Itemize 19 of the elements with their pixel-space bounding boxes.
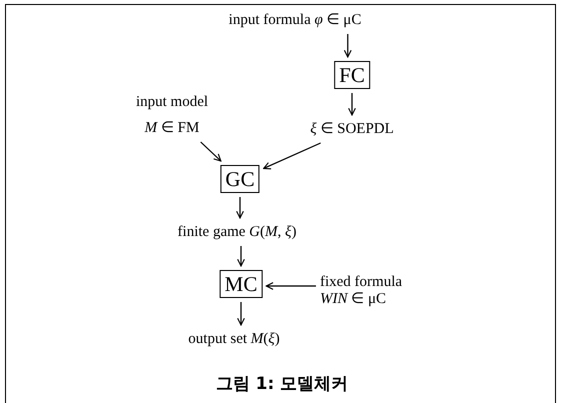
node-label: WIN ∈ μC (320, 291, 386, 308)
arrow (236, 197, 244, 219)
node-label: input formula φ ∈ μC (228, 11, 362, 30)
node-label: fixed formula (320, 274, 402, 291)
process-box: FC (334, 61, 370, 89)
node-label: ξ ∈ SOEPDL (310, 120, 394, 139)
node-label: finite game G(M, ξ) (178, 223, 296, 242)
node-label: output set M(ξ) (188, 330, 280, 349)
arrow (348, 93, 356, 116)
arrow (200, 142, 222, 162)
process-box: GC (220, 165, 260, 193)
node-label: input model (136, 93, 208, 112)
arrow (263, 142, 321, 170)
arrow (237, 246, 245, 267)
arrow (237, 302, 245, 326)
process-box: MC (220, 270, 262, 298)
caption: 그림 1: 모델체커 (216, 373, 348, 396)
node-label: M ∈ FM (144, 119, 200, 138)
arrow (344, 34, 352, 58)
